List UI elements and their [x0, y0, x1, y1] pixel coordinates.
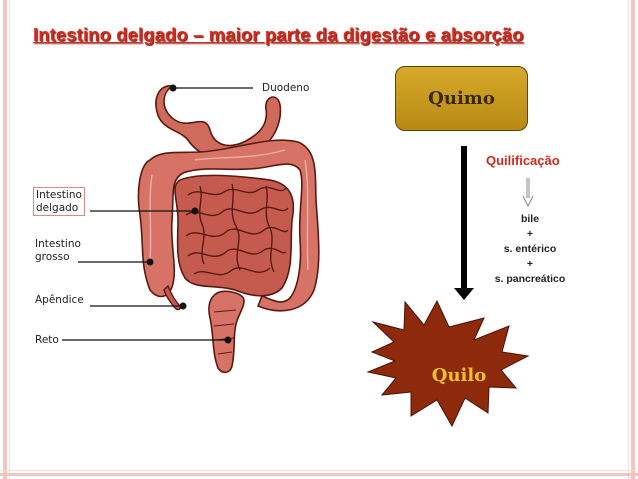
frame-border-bottom-inner: [0, 470, 638, 471]
agent-plus-2: +: [526, 258, 534, 270]
agent-suco-pancreatico: s. pancreático: [494, 273, 566, 285]
frame-border-left: [3, 0, 7, 479]
label-reto: Reto: [35, 334, 59, 346]
label-duodeno: Duodeno: [262, 82, 310, 94]
quimo-box: Quimo: [395, 66, 528, 131]
label-intestino-delgado-line2: delgado: [36, 202, 79, 214]
label-apendice: Apêndice: [35, 294, 84, 306]
quilo-starburst: [366, 299, 530, 428]
label-intestino-delgado: Intestino delgado: [33, 187, 85, 216]
pointer-dots: [146, 84, 232, 344]
label-intestino-delgado-line1: Intestino: [36, 189, 82, 201]
duodenum-shape: [155, 85, 282, 162]
label-intestino-grosso-line1: Intestino: [35, 238, 81, 250]
label-intestino-grosso-line2: grosso: [35, 251, 70, 263]
quimo-text: Quimo: [428, 88, 495, 109]
appendix-shape: [163, 284, 182, 311]
quilificacao-label: Quilificação: [486, 153, 560, 168]
agent-plus-1: +: [526, 228, 534, 240]
rectum-shape: [208, 290, 245, 374]
quilo-text: Quilo: [431, 365, 487, 386]
slide-title: Intestino delgado – maior parte da diges…: [33, 24, 524, 45]
frame-border-left-inner: [9, 0, 10, 479]
frame-border-right: [631, 0, 635, 479]
small-intestine-coils: [185, 183, 289, 276]
agent-suco-enterico: s. entérico: [503, 243, 557, 255]
flow-arrow: [454, 146, 474, 300]
pointer-lines: [62, 87, 253, 341]
agent-bile: bile: [520, 213, 540, 225]
small-down-arrow: [522, 178, 534, 208]
label-intestino-grosso: Intestino grosso: [35, 238, 81, 264]
frame-border-bottom: [0, 473, 638, 476]
intestine-highlights: [149, 149, 309, 271]
frame-border-right-inner: [628, 0, 629, 479]
small-intestine-shape: [174, 174, 295, 297]
large-intestine-shape: [137, 139, 320, 312]
